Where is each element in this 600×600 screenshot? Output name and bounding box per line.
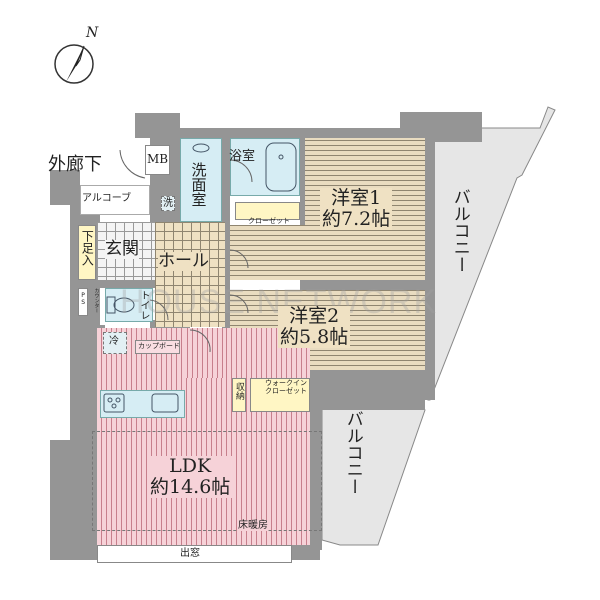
room-size: 約14.6帖 xyxy=(148,475,233,498)
room-size: 約5.8帖 xyxy=(278,325,351,348)
ldk-kitchen-area xyxy=(183,328,225,378)
balcony-1 xyxy=(427,106,556,401)
room-name: 洋室1 xyxy=(320,188,393,209)
bay-window xyxy=(97,545,292,563)
cupboard-label: カップボード xyxy=(138,342,180,350)
storage-label: 収納 xyxy=(233,382,244,400)
storage xyxy=(232,378,246,412)
kitchen-counter xyxy=(100,390,185,418)
closet-1 xyxy=(235,202,300,220)
closet-label: クローゼット xyxy=(248,217,290,225)
hall-label: ホール xyxy=(158,251,209,271)
room-label-western-1: 洋室1 約7.2帖 xyxy=(320,188,393,230)
bathroom xyxy=(230,138,300,196)
compass-north-label: N xyxy=(86,25,99,41)
floor-heating-area xyxy=(92,431,322,531)
room-label-western-2: 洋室2 約5.8帖 xyxy=(278,306,351,348)
mb-label: MB xyxy=(147,152,169,166)
room-name: LDK xyxy=(148,456,233,477)
shoe-storage xyxy=(78,225,96,280)
floor-heating-label: 床暖房 xyxy=(238,520,268,531)
room-name: 洋室2 xyxy=(278,306,351,327)
alcove xyxy=(80,185,150,215)
washroom-label: 洗面室 xyxy=(189,162,208,207)
western-room-1-lower xyxy=(230,225,310,280)
fridge-space xyxy=(103,332,127,354)
counter-label: カウンター xyxy=(93,288,100,313)
walk-in-closet-label: ウォークイン クローゼット xyxy=(265,379,307,395)
balcony-2 xyxy=(321,399,426,546)
compass: N xyxy=(50,25,100,88)
room-size: 約7.2帖 xyxy=(320,207,393,230)
washer-label: 洗 xyxy=(161,196,175,211)
shoe-storage-label: 下足入 xyxy=(80,230,95,266)
mb-box xyxy=(145,145,170,175)
room-label-ldk: LDK 約14.6帖 xyxy=(148,456,233,498)
fridge-label: 冷 xyxy=(109,336,119,347)
bay-window-label: 出窓 xyxy=(180,548,200,559)
toilet-label: トイレ xyxy=(138,290,149,320)
balcony-1-label: バルコニー xyxy=(449,188,470,273)
bathroom-label: 浴室 xyxy=(229,149,256,164)
balcony-2-label: バルコニー xyxy=(342,410,363,495)
alcove-label: アルコーブ xyxy=(82,193,132,204)
ps-box xyxy=(78,288,88,316)
entrance-label: 玄関 xyxy=(105,239,139,259)
north-arrow-icon xyxy=(54,44,94,84)
walk-in-closet xyxy=(250,378,310,412)
outer-corridor-label: 外廊下 xyxy=(48,154,102,175)
cupboard xyxy=(135,340,180,354)
ps-label: PS xyxy=(79,292,87,306)
